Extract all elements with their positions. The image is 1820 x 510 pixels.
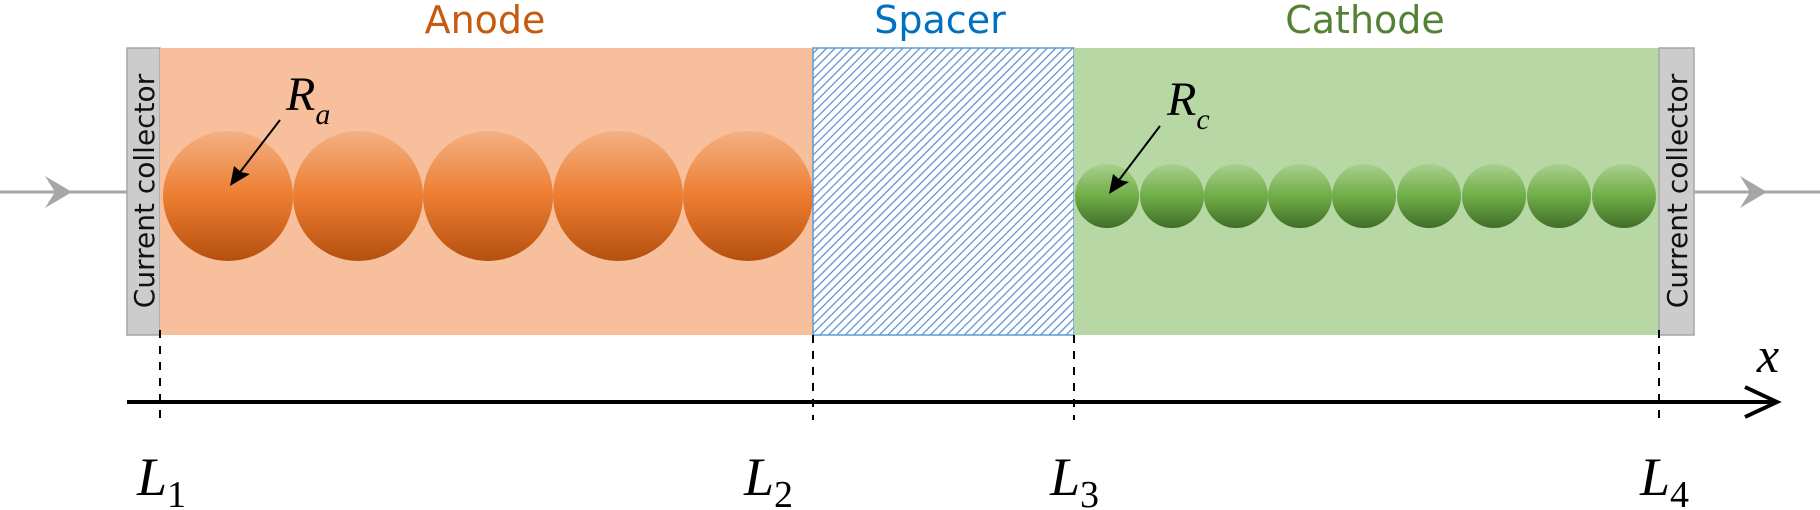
tick-label-l2: L2 [743,447,793,510]
current-collector-right: Current collector [1658,47,1695,336]
current-out-arrow-icon [1694,176,1820,208]
x-axis: x [127,327,1782,419]
anode-radius-annotation: Ra [230,68,330,186]
current-in-arrow-icon [0,176,127,208]
current-collector-left-label: Current collector [128,73,161,308]
tick-label-l4: L4 [1639,447,1689,510]
current-collector-right-label: Current collector [1661,73,1694,308]
axis-tick-labels: L1 [136,447,186,510]
tick-label-l1: L1 [136,447,186,510]
cathode-region [1074,48,1659,335]
current-collector-left: Current collector [126,47,161,336]
cathode-radius-annotation: Rc [1109,73,1210,194]
x-axis-label: x [1756,327,1779,383]
boundary-lines [159,330,1660,420]
anode-region [160,48,813,335]
anode-particles [163,131,813,261]
cathode-title: Cathode [1285,0,1445,42]
cathode-particles [1075,164,1656,228]
anode-title: Anode [425,0,546,42]
anode-radius-label: Ra [285,68,330,131]
tick-label-l3: L3 [1049,447,1099,510]
spacer-title: Spacer [874,0,1006,42]
cathode-radius-label: Rc [1166,73,1210,136]
spacer-region [812,47,1075,336]
